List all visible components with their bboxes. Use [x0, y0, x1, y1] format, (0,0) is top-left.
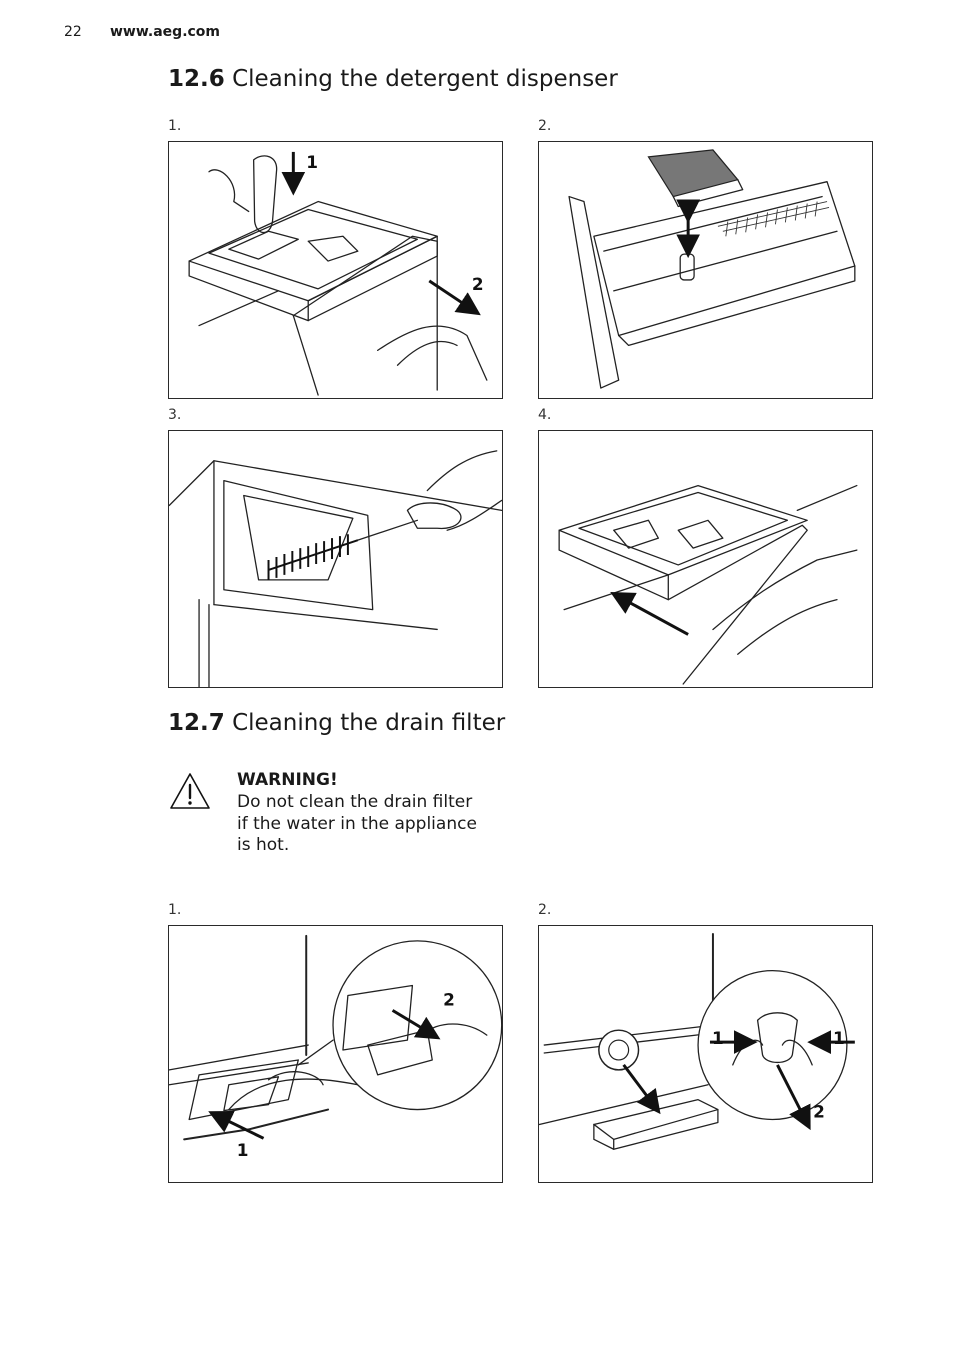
callout-number: 2: [472, 274, 484, 294]
warning-triangle-icon: [170, 773, 210, 809]
warning-text: Do not clean the drain filter if the wat…: [237, 792, 477, 855]
warning-title: WARNING!: [237, 770, 338, 790]
callout-number: 2: [813, 1102, 825, 1122]
step-label: 1.: [168, 902, 182, 918]
illustration-dispenser-step-1: 1 2: [168, 141, 503, 399]
callout-number: 1: [306, 152, 318, 172]
step-label: 3.: [168, 407, 182, 423]
section-number: 12.7: [168, 710, 225, 736]
step-label: 1.: [168, 118, 182, 134]
section-title-text: Cleaning the drain filter: [232, 710, 506, 736]
section-title-text: Cleaning the detergent dispenser: [232, 66, 618, 92]
illustration-dispenser-step-3: [168, 430, 503, 688]
illustration-dispenser-step-2: [538, 141, 873, 399]
step-label: 4.: [538, 407, 552, 423]
illustration-drain-step-1: 2 1: [168, 925, 503, 1183]
section-title-drain: 12.7 Cleaning the drain filter: [168, 710, 505, 736]
step-label: 2.: [538, 118, 552, 134]
callout-number: 2: [443, 989, 455, 1009]
callout-number: 1: [833, 1028, 845, 1048]
website-link[interactable]: www.aeg.com: [110, 24, 221, 40]
callout-number: 1: [237, 1140, 249, 1160]
step-label: 2.: [538, 902, 552, 918]
callout-number: 1: [712, 1028, 724, 1048]
section-title-dispenser: 12.6 Cleaning the detergent dispenser: [168, 66, 618, 92]
page-number: 22: [64, 24, 82, 40]
illustration-drain-step-2: 1 1 2: [538, 925, 873, 1183]
illustration-dispenser-step-4: [538, 430, 873, 688]
section-number: 12.6: [168, 66, 225, 92]
